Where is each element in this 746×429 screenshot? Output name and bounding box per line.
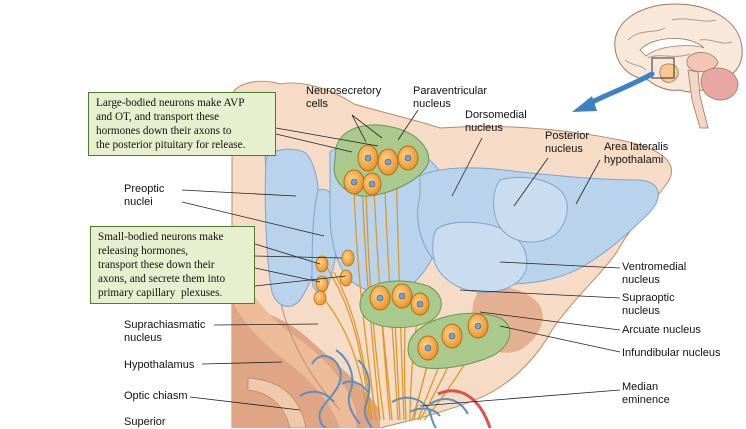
capillary-plexus xyxy=(299,349,441,428)
small-neurons-callout: Small-bodied neurons make releasing horm… xyxy=(90,226,255,304)
label-hypothalamus: Hypothalamus xyxy=(124,359,195,371)
label-optic-chiasm: Optic chiasm xyxy=(124,390,188,402)
label-paraventricular-nucleus: Paraventricular nucleus xyxy=(413,85,487,110)
label-superior: Superior xyxy=(124,416,166,428)
label-area-lateralis: Area lateralis hypothalami xyxy=(604,141,669,166)
label-posterior-nucleus: Posterior nucleus xyxy=(545,130,590,155)
label-ventromedial-nucleus: Ventromedial nucleus xyxy=(622,261,687,286)
label-arcuate-nucleus: Arcuate nucleus xyxy=(622,324,701,336)
neuron-cluster-supraoptic xyxy=(359,280,442,328)
label-median-eminence: Median eminence xyxy=(622,381,670,406)
label-dorsomedial-nucleus: Dorsomedial nucleus xyxy=(465,109,527,134)
nuclei-blue xyxy=(264,143,659,307)
label-supraoptic-nucleus: Supraoptic nucleus xyxy=(622,292,675,317)
label-preoptic-nuclei: Preoptic nuclei xyxy=(124,183,165,208)
large-neurons-callout: Large-bodied neurons make AVP and OT, an… xyxy=(88,92,276,156)
label-infundibular-nucleus: Infundibular nucleus xyxy=(622,347,721,359)
brain-inset xyxy=(614,3,743,129)
leader-lines xyxy=(181,109,621,411)
neuron-cluster-arcuate xyxy=(407,312,511,369)
neuron-cluster-small xyxy=(313,249,355,306)
optic-chiasm-shape xyxy=(247,377,307,428)
label-suprachiasmatic-nucleus: Suprachiasmatic nucleus xyxy=(124,319,206,344)
label-neurosecretory-cells: Neurosecretory cells xyxy=(306,85,382,110)
magnify-arrow xyxy=(572,71,655,112)
artery xyxy=(429,389,492,428)
